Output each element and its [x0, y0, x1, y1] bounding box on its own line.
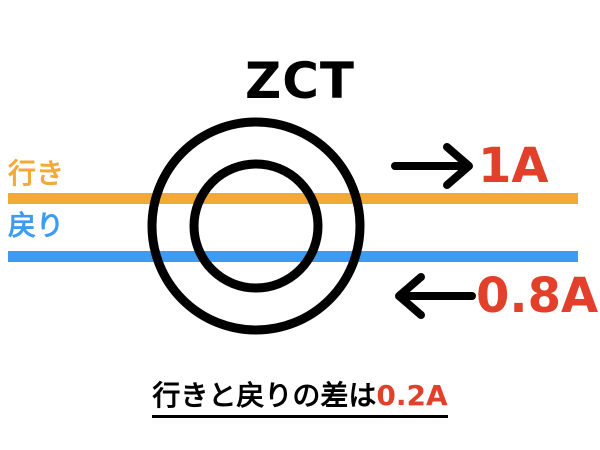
return-wire-label: 戻り: [8, 209, 65, 242]
arrow-left-icon: [395, 273, 476, 319]
zct-outer-ring: [147, 117, 365, 335]
zct-inner-ring: [189, 159, 323, 293]
difference-caption-underline: 行きと戻りの差は0.2A: [152, 378, 448, 418]
outgoing-current-label: 1A: [478, 138, 549, 194]
zct-title: ZCT: [244, 52, 356, 110]
difference-caption: 行きと戻りの差は0.2A: [0, 378, 600, 418]
return-current-label: 0.8A: [476, 268, 599, 324]
outgoing-wire: [8, 193, 578, 204]
outgoing-wire-label: 行き: [8, 157, 65, 190]
difference-value: 0.2A: [376, 379, 448, 412]
return-wire: [8, 251, 578, 262]
difference-caption-text: 行きと戻りの差は: [152, 379, 377, 412]
arrow-right-icon: [391, 143, 473, 189]
